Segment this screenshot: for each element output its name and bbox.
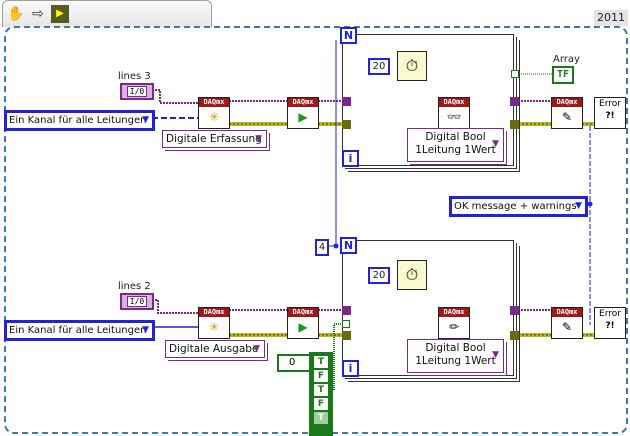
loop-count-terminal-bottom: N — [340, 237, 357, 254]
wait-ms-icon: ⏱ — [397, 260, 427, 290]
lines-label-top: lines 3 — [118, 71, 151, 82]
error-handler-top[interactable]: Error?! — [594, 97, 626, 129]
eraser-icon: ✎ — [561, 110, 573, 124]
write-vi[interactable]: DAQmx✏ — [438, 307, 470, 339]
vi-icon[interactable]: ▶ — [51, 5, 69, 23]
loop-count-terminal-top: N — [340, 27, 357, 44]
wait-constant-bottom[interactable]: 20 — [368, 267, 390, 284]
create-icon: ✳ — [208, 110, 220, 124]
bool-element[interactable]: T — [314, 356, 328, 368]
array-indicator[interactable]: TF — [552, 66, 575, 84]
loop-count-constant[interactable]: 4 — [315, 239, 329, 256]
read-vi[interactable]: DAQmx👓 — [438, 97, 470, 129]
play-icon: ▶ — [298, 110, 308, 124]
tunnel — [510, 331, 519, 340]
tunnel — [510, 120, 519, 129]
bool-element[interactable]: T — [314, 412, 328, 424]
create-channel-vi-top[interactable]: DAQmx✳ — [198, 97, 230, 129]
bool-element[interactable]: F — [314, 398, 328, 410]
tunnel — [342, 97, 351, 106]
start-task-vi-top[interactable]: DAQmx▶ — [287, 97, 319, 129]
toolbar-tab: ✋ ⇨ ▶ — [2, 0, 212, 27]
bool-element[interactable]: T — [314, 384, 328, 396]
tunnel — [342, 306, 351, 315]
array-tunnel — [342, 320, 350, 328]
error-ring[interactable]: OK message + warnings▼ — [449, 196, 588, 217]
iteration-terminal-top: i — [342, 150, 359, 167]
pencil-icon: ✏ — [448, 320, 460, 334]
start-task-vi-bottom[interactable]: DAQmx▶ — [287, 307, 319, 339]
boolean-array-constant[interactable]: T F T F T — [309, 352, 333, 436]
error-handler-bottom[interactable]: Error?! — [594, 307, 626, 339]
tunnel — [342, 120, 351, 129]
channel-ring-top[interactable]: Ein Kanal für alle Leitungen▼ — [4, 110, 155, 131]
bool-element[interactable]: F — [314, 370, 328, 382]
glasses-icon: 👓 — [446, 110, 462, 124]
array-label: Array — [553, 54, 580, 65]
task-type-top[interactable]: Digitale Erfassung▼ — [162, 130, 267, 148]
io-constant-bottom[interactable]: I/0 — [120, 293, 154, 310]
clear-task-vi-bottom[interactable]: DAQmx✎ — [551, 307, 583, 339]
iteration-terminal-bottom: i — [342, 360, 359, 377]
create-channel-vi-bottom[interactable]: DAQmx✳ — [198, 307, 230, 339]
array-tunnel — [511, 70, 519, 78]
tunnel — [510, 97, 519, 106]
lines-label-bottom: lines 2 — [118, 281, 151, 292]
arrow-right-icon[interactable]: ⇨ — [32, 6, 44, 22]
clear-task-vi-top[interactable]: DAQmx✎ — [551, 97, 583, 129]
wait-constant-top[interactable]: 20 — [368, 58, 390, 75]
wait-ms-icon: ⏱ — [397, 51, 427, 81]
channel-ring-bottom[interactable]: Ein Kanal für alle Leitungen▼ — [4, 320, 155, 341]
tunnel — [342, 331, 351, 340]
tunnel — [510, 306, 519, 315]
task-type-bottom[interactable]: Digitale Ausgabe▼ — [165, 340, 265, 358]
dropdown-icon: ▼ — [142, 115, 149, 125]
year-label: 2011 — [594, 10, 628, 26]
io-constant-top[interactable]: I/0 — [120, 83, 154, 100]
hand-icon[interactable]: ✋ — [7, 6, 25, 22]
